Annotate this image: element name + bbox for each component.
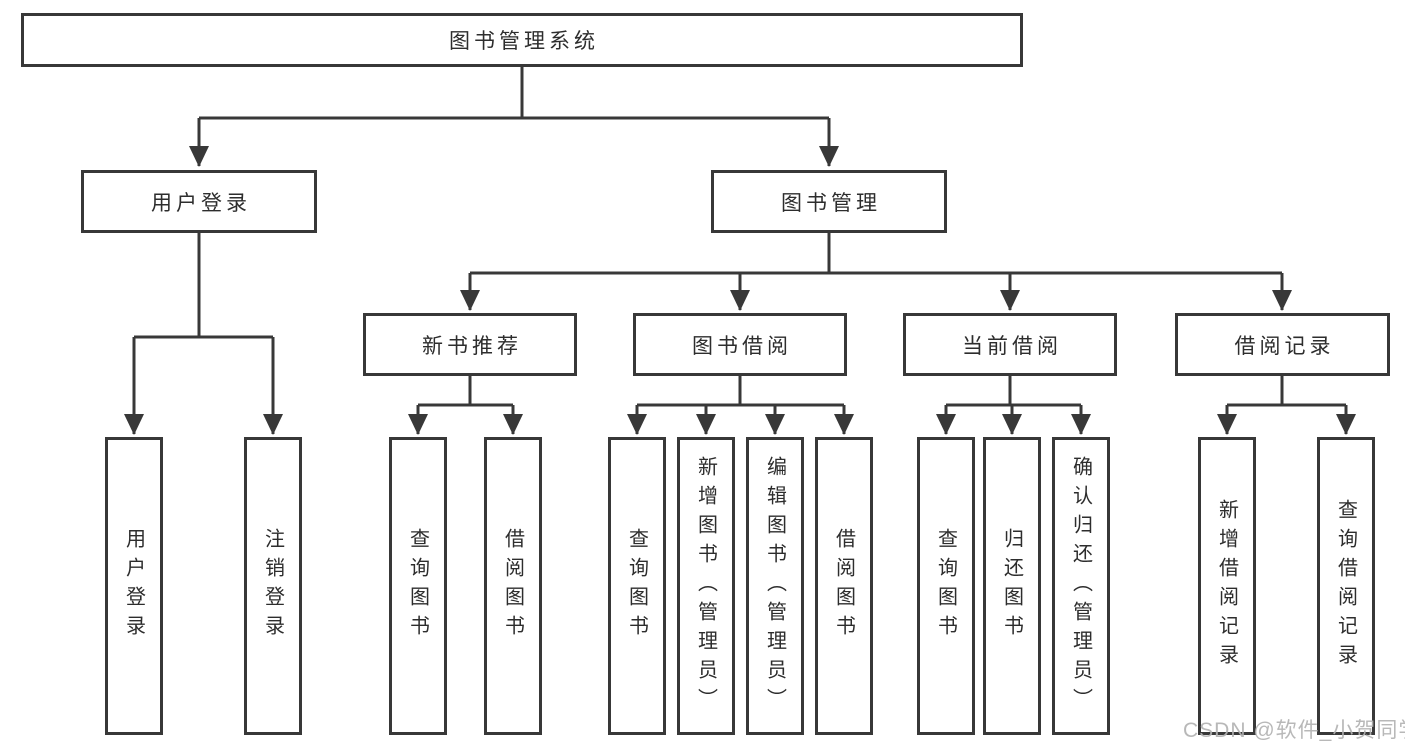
node-new-book-recommend: 新书推荐 (363, 313, 577, 376)
leaf-return-books: 归还图书 (983, 437, 1041, 735)
node-user-login: 用户登录 (81, 170, 317, 233)
node-label: 新增图书（管理员） (694, 455, 717, 717)
node-current-borrow: 当前借阅 (903, 313, 1117, 376)
leaf-query-borrow-record: 查询借阅记录 (1317, 437, 1375, 735)
leaf-edit-book-admin: 编辑图书（管理员） (746, 437, 804, 735)
watermark: CSDN @软件_小贺同学 (1183, 719, 1405, 742)
node-label: 新增借阅记录 (1215, 499, 1238, 673)
node-label: 查询借阅记录 (1334, 499, 1357, 673)
node-label: 借阅图书 (832, 528, 855, 644)
node-label: 查询图书 (934, 528, 957, 644)
leaf-user-login: 用户登录 (105, 437, 163, 735)
node-label: 图书管理 (781, 191, 881, 215)
node-label: 图书借阅 (692, 334, 792, 358)
node-label: 借阅图书 (501, 528, 524, 644)
node-label: 编辑图书（管理员） (763, 455, 786, 717)
leaf-add-borrow-record: 新增借阅记录 (1198, 437, 1256, 735)
node-label: 注销登录 (261, 528, 284, 644)
node-label: 当前借阅 (962, 334, 1062, 358)
node-label: 查询图书 (625, 528, 648, 644)
leaf-add-book-admin: 新增图书（管理员） (677, 437, 735, 735)
node-label: 新书推荐 (422, 334, 522, 358)
leaf-query-books-borrow: 查询图书 (608, 437, 666, 735)
node-label: 图书管理系统 (449, 30, 599, 53)
node-label: 借阅记录 (1234, 334, 1335, 358)
leaf-confirm-return-admin: 确认归还（管理员） (1052, 437, 1110, 735)
node-label: 用户登录 (122, 528, 145, 644)
node-label: 用户登录 (151, 191, 251, 215)
leaf-logout: 注销登录 (244, 437, 302, 735)
leaf-borrow-books-recommend: 借阅图书 (484, 437, 542, 735)
node-label: 归还图书 (1000, 528, 1023, 644)
leaf-query-books-recommend: 查询图书 (389, 437, 447, 735)
node-label: 查询图书 (406, 528, 429, 644)
node-book-management: 图书管理 (711, 170, 947, 233)
leaf-borrow-books-borrow: 借阅图书 (815, 437, 873, 735)
node-borrow-records: 借阅记录 (1175, 313, 1390, 376)
node-root: 图书管理系统 (21, 13, 1023, 67)
leaf-query-books-current: 查询图书 (917, 437, 975, 735)
node-book-borrow: 图书借阅 (633, 313, 847, 376)
node-label: 确认归还（管理员） (1069, 455, 1092, 717)
